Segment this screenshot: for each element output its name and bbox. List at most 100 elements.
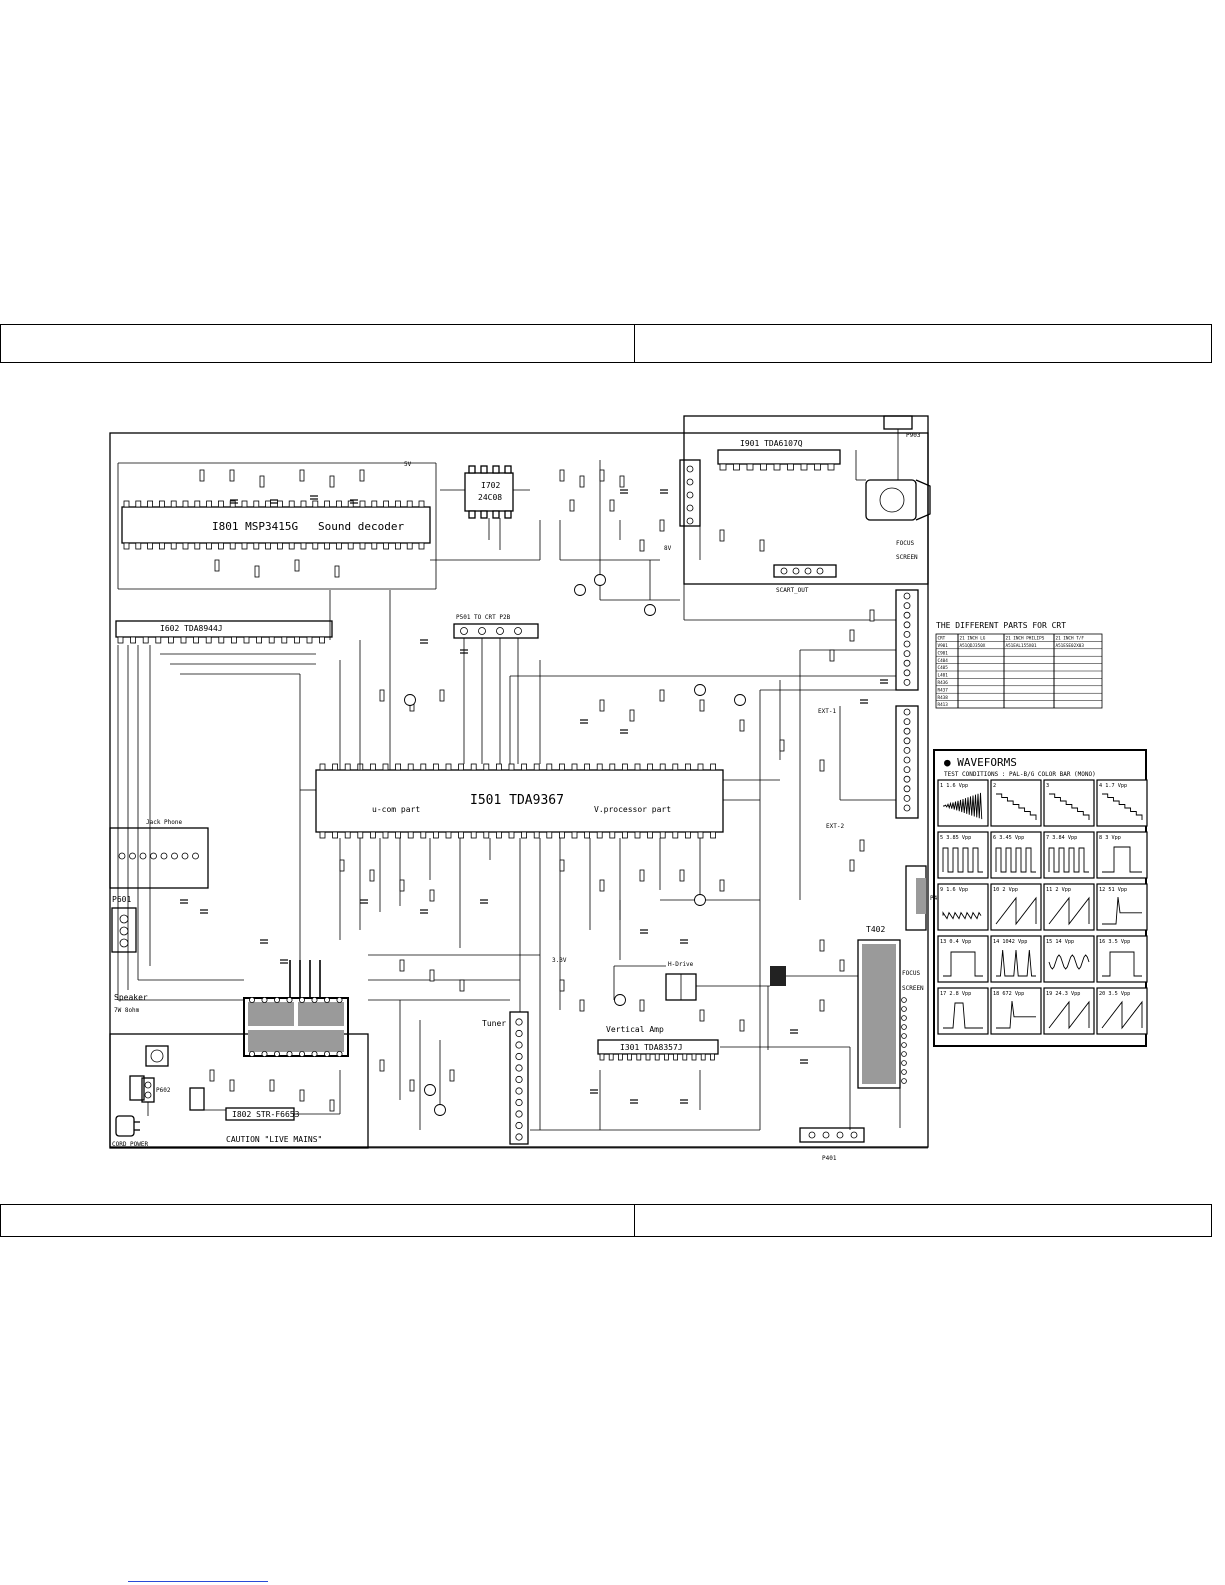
svg-text:21 INCH PHILIPS: 21 INCH PHILIPS	[1006, 636, 1045, 642]
waveform-cell-6: 6 3.45 Vpp	[990, 831, 1042, 879]
waveforms-conditions: TEST CONDITIONS : PAL-B/G COLOR BAR (MON…	[944, 771, 1096, 778]
i501-label: I501 TDA9367	[470, 793, 564, 808]
waveform-label-3: 3	[1046, 783, 1049, 789]
degauss-connector[interactable]	[129, 1075, 145, 1101]
i602-pins	[117, 636, 326, 644]
waveform-label-6: 6 3.45 Vpp	[993, 835, 1024, 841]
waveform-label-17: 17 2.8 Vpp	[940, 991, 971, 997]
waveform-cell-10: 10 2 Vpp	[990, 883, 1042, 931]
waveform-trace-12	[1102, 896, 1142, 925]
crt-socket[interactable]	[865, 479, 931, 521]
fuse-holder[interactable]	[189, 1087, 205, 1111]
main-board-outline	[109, 432, 929, 1148]
fbt-focus-label: FOCUS	[902, 970, 920, 977]
waveform-label-13: 13 0.4 Vpp	[940, 939, 971, 945]
cord-power-label: CORD POWER	[112, 1141, 149, 1148]
waveform-trace-4	[1102, 793, 1143, 820]
screen-label: SCREEN	[896, 554, 918, 561]
p401-connector[interactable]	[799, 1127, 865, 1143]
waveform-cell-20: 20 3.5 Vpp	[1096, 987, 1148, 1035]
i801-ic-body[interactable]	[121, 506, 431, 544]
p601-speaker-connector[interactable]	[111, 907, 137, 953]
scart-out-label: SCART_OUT	[776, 587, 809, 594]
i801-function: Sound decoder	[318, 520, 404, 533]
p903-label: P903	[906, 432, 921, 439]
i602-ic-body[interactable]	[115, 620, 333, 638]
vertical-amp-label: Vertical Amp	[606, 1025, 664, 1034]
waveform-trace-11	[1048, 896, 1090, 926]
i501-ucom-label: u-com part	[372, 805, 420, 814]
waveform-trace-17	[943, 1002, 983, 1029]
caution-text: CAUTION "LIVE MAINS"	[226, 1135, 322, 1144]
bottom-rule-1	[0, 1204, 1212, 1205]
h-drive-transformer[interactable]	[665, 973, 697, 1001]
scart-2-connector[interactable]	[895, 705, 919, 819]
waveform-trace-1	[943, 792, 983, 820]
svg-text:C405: C405	[938, 665, 949, 671]
schematic-wiring	[110, 429, 928, 1149]
top-rule-left	[0, 324, 1, 362]
svg-text:L401: L401	[938, 673, 949, 679]
waveform-trace-10	[995, 896, 1037, 926]
svg-text:A51QDJ350X: A51QDJ350X	[960, 643, 986, 649]
waveform-label-8: 8 3 Vpp	[1099, 835, 1121, 841]
waveform-label-10: 10 2 Vpp	[993, 887, 1018, 893]
h-output-transistor[interactable]	[770, 966, 786, 986]
i602-label: I602 TDA8944J	[160, 624, 223, 633]
svg-text:A51EAL155X01: A51EAL155X01	[1006, 643, 1037, 649]
jack-phone-label: Jack Phone	[146, 819, 183, 826]
waveform-trace-3	[1049, 793, 1090, 820]
i301-label: I301 TDA8357J	[620, 1043, 683, 1052]
waveform-label-7: 7 3.84 Vpp	[1046, 835, 1077, 841]
scart-1-connector[interactable]	[895, 589, 919, 691]
tuner-module[interactable]	[509, 1011, 529, 1145]
jack-phone-box	[109, 827, 209, 889]
i702-ic-body[interactable]	[464, 472, 514, 512]
p903-connector[interactable]	[883, 415, 913, 430]
jack-pins	[118, 852, 199, 860]
rail-8v: 8V	[664, 545, 672, 552]
p402-connector[interactable]	[905, 865, 927, 931]
p501-label: P501 TO CRT P2B	[456, 614, 511, 621]
svg-text:C404: C404	[938, 658, 949, 664]
svg-text:R437: R437	[938, 687, 949, 693]
p501-connector[interactable]	[453, 623, 539, 639]
i702-pins	[468, 465, 512, 519]
waveform-cell-16: 16 3.5 Vpp	[1096, 935, 1148, 983]
i901-ic-body[interactable]	[717, 449, 841, 465]
svg-text:CRT: CRT	[938, 636, 946, 642]
fbt-t402[interactable]	[857, 939, 907, 1089]
crt-board-bottom-connector[interactable]	[773, 564, 837, 578]
i301-pins	[599, 1053, 715, 1061]
waveform-label-12: 12 51 Vpp	[1099, 887, 1127, 893]
ext1-label: EXT-1	[818, 708, 836, 715]
waveform-label-2: 2	[993, 783, 996, 789]
svg-text:R436: R436	[938, 680, 949, 686]
power-switch[interactable]	[145, 1045, 169, 1067]
power-transformer[interactable]	[243, 997, 349, 1057]
waveform-cell-11: 11 2 Vpp	[1043, 883, 1095, 931]
waveform-label-11: 11 2 Vpp	[1046, 887, 1071, 893]
waveform-cell-12: 12 51 Vpp	[1096, 883, 1148, 931]
sound-decoder-region	[117, 462, 437, 590]
fbt-screen-label: SCREEN	[902, 985, 924, 992]
waveform-cell-5: 5 3.85 Vpp	[937, 831, 989, 879]
speaker-spec: 7W 8ohm	[114, 1007, 140, 1014]
waveform-label-19: 19 24.3 Vpp	[1046, 991, 1080, 997]
bottom-rule-mid	[634, 1204, 635, 1236]
waveform-trace-8	[1102, 846, 1142, 873]
waveform-trace-14	[996, 949, 1036, 977]
waveform-trace-2	[996, 793, 1037, 820]
power-cord-plug[interactable]	[115, 1115, 140, 1137]
crt-board-input-connector[interactable]	[679, 459, 701, 527]
waveform-label-1: 1 1.6 Vpp	[940, 783, 968, 789]
waveform-cell-19: 19 24.3 Vpp	[1043, 987, 1095, 1035]
i501-ic-body[interactable]	[315, 769, 724, 833]
waveform-trace-18	[996, 1000, 1036, 1029]
waveform-trace-5	[942, 847, 983, 873]
top-rule-2	[0, 362, 1212, 363]
waveform-label-20: 20 3.5 Vpp	[1099, 991, 1130, 997]
svg-text:V901: V901	[938, 643, 949, 649]
p602-label: P602	[156, 1087, 171, 1094]
